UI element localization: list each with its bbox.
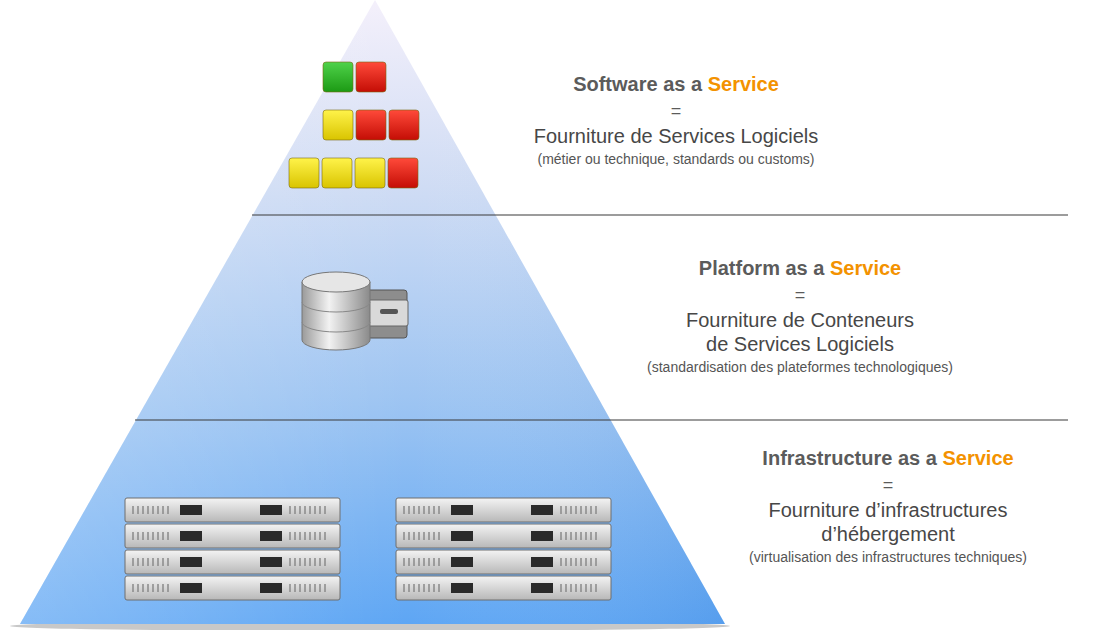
layer-description: Fourniture de Services Logiciels bbox=[436, 124, 916, 148]
server-unit bbox=[396, 524, 611, 548]
layer-heading: Software as a Service bbox=[426, 70, 926, 98]
database-icon bbox=[302, 272, 408, 350]
equals-sign: = bbox=[580, 282, 1020, 308]
pyramid bbox=[20, 0, 725, 624]
heading-accent: Service bbox=[708, 73, 779, 95]
layer-note: (standardisation des plateformes technol… bbox=[580, 356, 1020, 378]
layer-band: Platform as aService=Fourniture de Conte… bbox=[580, 254, 1020, 378]
server-unit bbox=[396, 498, 611, 522]
layer-description: Fourniture de Conteneurs de Services Log… bbox=[675, 308, 925, 356]
server-unit bbox=[396, 550, 611, 574]
equals-sign: = bbox=[426, 98, 926, 124]
heading-accent: Service bbox=[942, 447, 1013, 469]
equals-sign: = bbox=[686, 472, 1090, 498]
blocks-icon bbox=[289, 62, 419, 188]
heading-text: Software as a bbox=[573, 73, 702, 95]
layer-band: Software as a Service =Fourniture de Servi… bbox=[426, 70, 926, 170]
layer-note: (métier ou technique, standards ou custo… bbox=[426, 148, 926, 170]
pyramid-shading bbox=[20, 0, 725, 624]
server-unit bbox=[125, 576, 340, 600]
server-unit bbox=[396, 576, 611, 600]
server-unit bbox=[125, 498, 340, 522]
layer-heading: Infrastructure as aService bbox=[686, 444, 1090, 472]
server-unit bbox=[125, 550, 340, 574]
layer-band: Infrastructure as aService=Fourniture d’… bbox=[686, 444, 1090, 568]
heading-text: Infrastructure as a bbox=[762, 447, 937, 469]
layer-description: Fourniture d’infrastructures d’hébergeme… bbox=[746, 498, 1031, 546]
heading-accent: Service bbox=[830, 257, 901, 279]
server-unit bbox=[125, 524, 340, 548]
divider-line bbox=[135, 419, 1068, 420]
server-racks bbox=[125, 498, 611, 600]
layer-note: (virtualisation des infrastructures tech… bbox=[686, 546, 1090, 568]
heading-text: Platform as a bbox=[699, 257, 825, 279]
divider-line bbox=[252, 214, 1068, 215]
layer-heading: Platform as aService bbox=[580, 254, 1020, 282]
